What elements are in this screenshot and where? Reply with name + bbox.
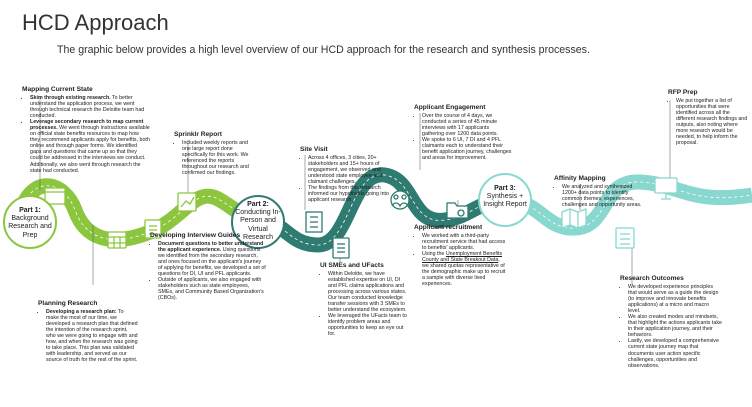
engagement-b2: We spoke to 6 UI, 7 DI and 4 PFL claiman… [422, 137, 512, 161]
people-conversation-icon [390, 190, 410, 210]
part1-text: Background Research and Prep [8, 215, 52, 239]
office-building-icon [305, 211, 323, 233]
research-outcomes-block: Research Outcomes We developed experienc… [620, 275, 722, 369]
checklist-icon [144, 219, 162, 239]
outcomes-b2: We also created modes and mindsets, that… [628, 314, 722, 338]
applicant-recruitment-block: Applicant recruitment We worked with a t… [414, 224, 506, 287]
guides-b1-bold: Document questions to better understand … [158, 240, 264, 253]
planning-b1-bold: Developing a research plan: [46, 308, 117, 315]
mapping-b1-bold: Skim through existing research. [30, 94, 111, 101]
part3-circle [478, 173, 532, 227]
recruitment-data-link[interactable]: Unemployment Benefits County and State B… [422, 250, 503, 263]
ui-smes-block: UI SMEs and UFacts Within Deloitte, we h… [320, 262, 410, 338]
part1-title: Part 1: [19, 207, 41, 214]
calendar-icon [107, 231, 127, 249]
page-title: HCD Approach [22, 10, 169, 35]
mapping-current-state-block: Mapping Current State Skim through exist… [22, 86, 150, 174]
recruitment-b2-pre: Using the [422, 250, 446, 257]
part2-text: Conducting In-Person and Virtual Researc… [235, 209, 281, 241]
outcomes-b3: Lastly, we developed a comprehensive cur… [628, 338, 722, 368]
recruitment-heading: Applicant recruitment [414, 224, 483, 231]
browser-window-icon [44, 187, 66, 205]
checklist-board-icon [615, 227, 635, 249]
site-visit-block: Site Visit Across 4 offices, 3 cities, 2… [300, 146, 392, 203]
rfp-prep-block: RFP Prep We put together a list of oppor… [668, 89, 748, 146]
mapping-heading: Mapping Current State [22, 86, 93, 93]
engagement-heading: Applicant Engagement [414, 104, 486, 111]
part3-label: Part 3: Synthesis + Insight Report [481, 185, 529, 210]
mapping-b1-text: To better understand the application pro… [30, 94, 145, 119]
part2-label: Part 2: Conducting In-Person and Virtual… [233, 201, 283, 242]
map-icon [561, 208, 587, 229]
outcomes-b1: We developed experience principles that … [628, 284, 722, 314]
engagement-b1: Over the course of 4 days, we conducted … [422, 113, 512, 137]
document-icon [332, 237, 350, 259]
presentation-icon [654, 177, 678, 200]
page-subtitle: The graphic below provides a high level … [57, 44, 590, 56]
part1-circle [3, 195, 57, 249]
guides-b1-text: Using questions we identified from the s… [158, 246, 266, 277]
ui-smes-heading: UI SMEs and UFacts [320, 262, 384, 269]
planning-b1-text: To make the most of our time, we develop… [46, 308, 138, 364]
site-visit-heading: Site Visit [300, 146, 328, 153]
rfp-heading: RFP Prep [668, 89, 698, 96]
part1-label: Part 1: Background Research and Prep [6, 207, 54, 240]
folder-search-icon [446, 202, 469, 219]
part3-text: Synthesis + Insight Report [483, 193, 527, 209]
road-segment-part3-to-end [504, 174, 752, 236]
affinity-b1: We analyzed and synthesized 1200+ data p… [562, 184, 644, 208]
sprinklr-heading: Sprinklr Report [174, 131, 222, 138]
guides-b2: Outside of applicants, we also engaged w… [158, 277, 266, 301]
outcomes-heading: Research Outcomes [620, 275, 684, 282]
interview-guides-block: Developing Interview Guides Document que… [150, 232, 266, 301]
part2-circle [231, 195, 285, 249]
recruitment-b1: We worked with a third-party recruitment… [422, 233, 506, 251]
site-visit-b1: Across 4 offices, 3 cities, 20+ stakehol… [308, 155, 392, 185]
applicant-engagement-block: Applicant Engagement Over the course of … [414, 104, 512, 161]
affinity-mapping-block: Affinity Mapping We analyzed and synthes… [554, 175, 644, 208]
part2-title: Part 2: [247, 201, 269, 208]
sprinklr-b1: Included weekly reports and one large re… [182, 140, 258, 177]
guides-heading: Developing Interview Guides [150, 232, 241, 239]
affinity-heading: Affinity Mapping [554, 175, 606, 182]
mapping-b2-bold: Leverage secondary research to map curre… [30, 118, 144, 131]
rfp-b1: We put together a list of opportunities … [676, 98, 748, 147]
planning-research-block: Planning Research Developing a research … [38, 300, 138, 363]
ui-smes-b1: Within Deloitte, we have established exp… [328, 271, 410, 314]
planning-heading: Planning Research [38, 300, 98, 307]
chart-report-icon [177, 192, 197, 212]
mapping-b2-text: We went through instructions available o… [30, 124, 150, 174]
ui-smes-b2: We leveraged the UFacts team to identify… [328, 313, 410, 337]
sprinklr-report-block: Sprinklr Report Included weekly reports … [174, 131, 258, 176]
recruitment-b2-post: , we shared quotas representative of the… [422, 256, 506, 288]
site-visit-b2: The findings from this research informed… [308, 185, 392, 203]
part3-title: Part 3: [494, 185, 516, 192]
